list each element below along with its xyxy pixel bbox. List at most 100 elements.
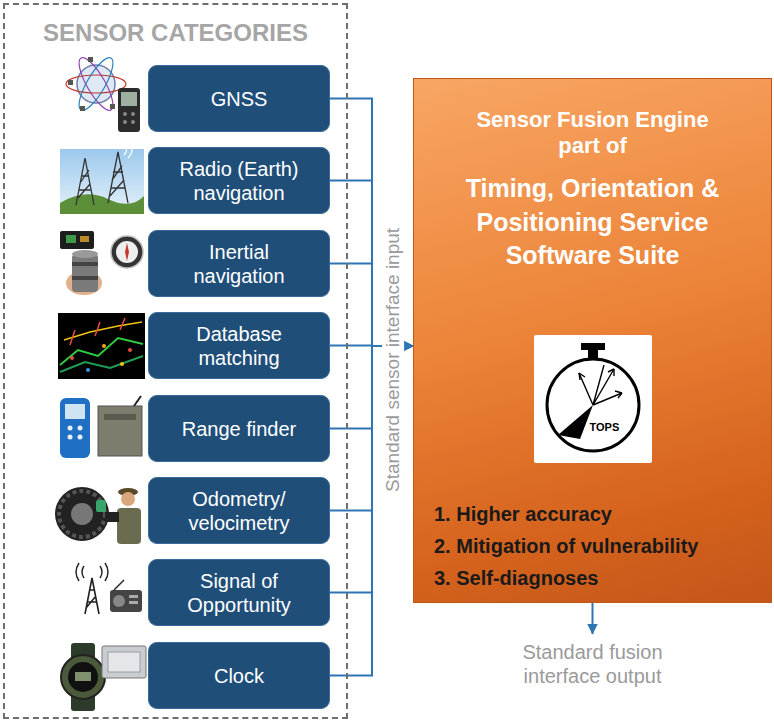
clock-illustration-part: [68, 662, 98, 692]
logo-text: TOPS: [590, 421, 620, 434]
sensor-name: Database matching: [163, 322, 315, 370]
output-arrow-group: [592, 603, 593, 634]
inertial-sensors-illustration-part: [72, 276, 98, 280]
signal-of-opportunity-illustration: [76, 563, 142, 614]
radio-towers-illustration-part: [124, 142, 132, 158]
range-finder-illustration-part: [68, 426, 73, 431]
radio-towers-illustration: [60, 142, 144, 214]
sensor-name: Range finder: [182, 417, 297, 441]
gnss-illustration-part: [121, 92, 137, 106]
radio-towers-illustration-part: [60, 194, 144, 214]
sensor-name: Radio (Earth) navigation: [163, 157, 315, 205]
sensor-box: Range finder: [148, 395, 330, 462]
odometry-illustration-part: [96, 500, 106, 512]
engine-heading: Sensor Fusion Engine part of: [463, 107, 723, 160]
database-map-illustration: [58, 313, 145, 379]
gnss-illustration-part: [123, 120, 127, 124]
sensor-box: Odometry/ velocimetry: [148, 477, 330, 544]
gnss-illustration-part: [131, 112, 135, 116]
sensor-name: GNSS: [211, 87, 268, 111]
stopwatch-logo: [534, 335, 652, 463]
odometry-illustration-part: [59, 491, 105, 537]
radio-towers-illustration-part: [60, 149, 144, 214]
inertial-sensors-illustration-part: [60, 231, 94, 249]
benefit-item: 3. Self-diagnoses: [424, 562, 761, 594]
odometry-illustration-part: [105, 512, 119, 522]
panel-heading: SENSOR CATEGORIES: [5, 19, 346, 48]
logo-shape: [547, 359, 639, 451]
clock-illustration-part: [75, 672, 91, 681]
interface-label: Standard sensor interface input: [382, 224, 404, 496]
output-arrow: [592, 603, 594, 634]
sensor-name: Odometry/ velocimetry: [163, 487, 315, 535]
connectors: [330, 99, 413, 676]
odometry-illustration-part: [55, 487, 109, 541]
database-map-illustration-part: [64, 322, 142, 340]
inertial-sensors-illustration-part: [66, 235, 76, 243]
inertial-sensors-illustration-part: [72, 262, 98, 266]
gnss-illustration-part: [73, 54, 119, 115]
gnss-illustration-part: [131, 120, 135, 124]
range-finder-illustration-part: [60, 398, 90, 458]
signal-of-opportunity-illustration-part: [76, 563, 108, 581]
category-panel: SENSOR CATEGORIES GNSS Radio (Earth) navig…: [3, 3, 348, 719]
tops-logo: TOPS: [534, 335, 652, 463]
inertial-sensors-illustration-part: [116, 241, 138, 263]
logo-shape: [558, 405, 593, 439]
database-map-illustration-part: [86, 368, 90, 372]
signal-of-opportunity-illustration-part: [113, 595, 125, 607]
sensor-box: Radio (Earth) navigation: [148, 147, 330, 214]
inertial-sensors-illustration-part: [111, 236, 143, 268]
database-map-illustration-part: [70, 318, 125, 345]
inertial-sensors-illustration: [60, 231, 143, 295]
gnss-illustration: [66, 54, 140, 132]
sensor-name: Clock: [214, 664, 264, 688]
clock-illustration-part: [102, 646, 146, 678]
gnss-illustration-part: [66, 75, 126, 93]
sensor-box: Database matching: [148, 312, 330, 379]
benefit-item: 1. Higher accuracy: [424, 498, 761, 530]
odometry-illustration-part: [71, 503, 93, 525]
clock-illustration: [61, 643, 146, 711]
logo-shape: [579, 369, 622, 398]
database-map-illustration-part: [60, 356, 143, 372]
signal-of-opportunity-illustration-part: [129, 595, 138, 598]
logo-shape: [581, 343, 605, 350]
suite-title: Timing, Orientation & Positioning Servic…: [433, 172, 753, 273]
database-map-illustration-part: [102, 344, 106, 348]
radio-towers-illustration-part: [76, 158, 94, 205]
sensor-name: Signal of Opportunity: [163, 569, 315, 617]
signal-of-opportunity-illustration-part: [85, 578, 99, 614]
gnss-illustration-part: [123, 112, 127, 116]
inertial-sensors-illustration-part: [72, 250, 98, 258]
database-map-illustration-part: [70, 356, 74, 360]
odometry-illustration: [55, 487, 141, 544]
database-map-illustration-part: [128, 348, 132, 352]
sensor-box: Clock: [148, 642, 330, 709]
signal-of-opportunity-illustration-part: [114, 580, 124, 590]
inertial-sensors-illustration-part: [72, 254, 98, 292]
range-finder-illustration: [60, 396, 142, 458]
logo-shape: [579, 365, 622, 405]
range-finder-illustration-part: [68, 435, 73, 440]
radio-towers-illustration-part: [108, 152, 128, 203]
gnss-illustration-part: [68, 80, 73, 85]
gnss-illustration-part: [80, 106, 85, 111]
output-label: Standard fusion interface output: [483, 640, 703, 688]
sensor-name: Inertial navigation: [163, 240, 315, 288]
range-finder-illustration-part: [104, 414, 136, 420]
gnss-illustration-part: [77, 65, 115, 103]
signal-of-opportunity-illustration-part: [129, 601, 138, 604]
clock-illustration-part: [61, 655, 105, 699]
inertial-sensors-illustration-part: [80, 236, 89, 242]
odometry-illustration-part: [117, 508, 141, 544]
benefit-item: 2. Mitigation of vulnerability: [424, 530, 761, 562]
signal-of-opportunity-illustration-part: [110, 590, 142, 612]
gnss-illustration-part: [88, 57, 93, 62]
fusion-engine-box: Sensor Fusion Engine part of Timing, Orie…: [413, 78, 772, 603]
sensor-box: GNSS: [148, 65, 330, 132]
range-finder-illustration-part: [65, 404, 85, 419]
inertial-sensors-illustration-part: [125, 243, 129, 261]
range-finder-illustration-part: [78, 435, 83, 440]
